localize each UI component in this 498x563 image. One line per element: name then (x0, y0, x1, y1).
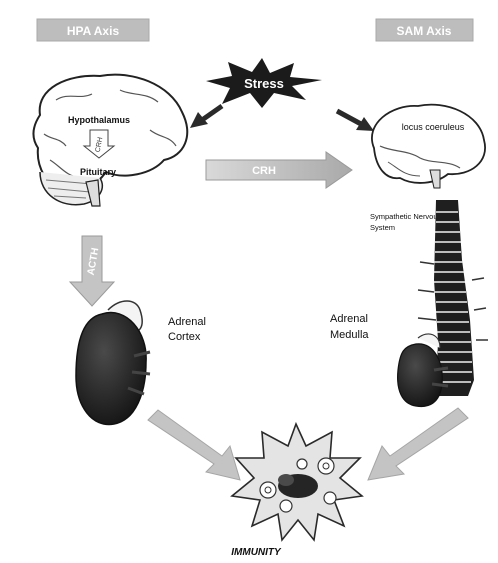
stress-to-locus-coeruleus-arrow (337, 111, 374, 131)
left-brain (34, 75, 188, 206)
adrenal-medulla-line1: Adrenal (330, 313, 368, 325)
stress-burst: Stress (206, 58, 322, 108)
sympathetic-label-line2: System (370, 223, 395, 232)
hpa-axis-banner: HPA Axis (37, 19, 149, 41)
sam-axis-label: SAM Axis (397, 24, 452, 38)
adrenal-medulla-line2: Medulla (330, 329, 369, 341)
sam-axis-banner: SAM Axis (376, 19, 473, 41)
crh-horizontal-label: CRH (252, 165, 276, 177)
adrenal-cortex-line1: Adrenal (168, 316, 206, 328)
right-brain (372, 105, 485, 188)
cortex-to-immunity-arrow (148, 410, 240, 480)
medulla-to-immunity-arrow (368, 408, 468, 480)
locus-coeruleus-label: locus coeruleus (402, 122, 465, 132)
stress-to-hypothalamus-arrow (190, 106, 222, 128)
acth-arrow: ACTH (70, 236, 114, 306)
immunity-label: IMMUNITY (231, 547, 282, 558)
sympathetic-label-line1: Sympathetic Nervous (370, 212, 442, 221)
hypothalamus-label: Hypothalamus (68, 115, 130, 125)
crh-horizontal-arrow: CRH (206, 152, 352, 188)
adrenal-cortex-line2: Cortex (168, 331, 201, 343)
adrenal-cortex-kidney (76, 301, 150, 424)
pituitary-label: Pituitary (80, 167, 116, 177)
hpa-axis-label: HPA Axis (67, 24, 120, 38)
stress-label: Stress (244, 76, 284, 91)
immunity-burst (232, 424, 362, 540)
